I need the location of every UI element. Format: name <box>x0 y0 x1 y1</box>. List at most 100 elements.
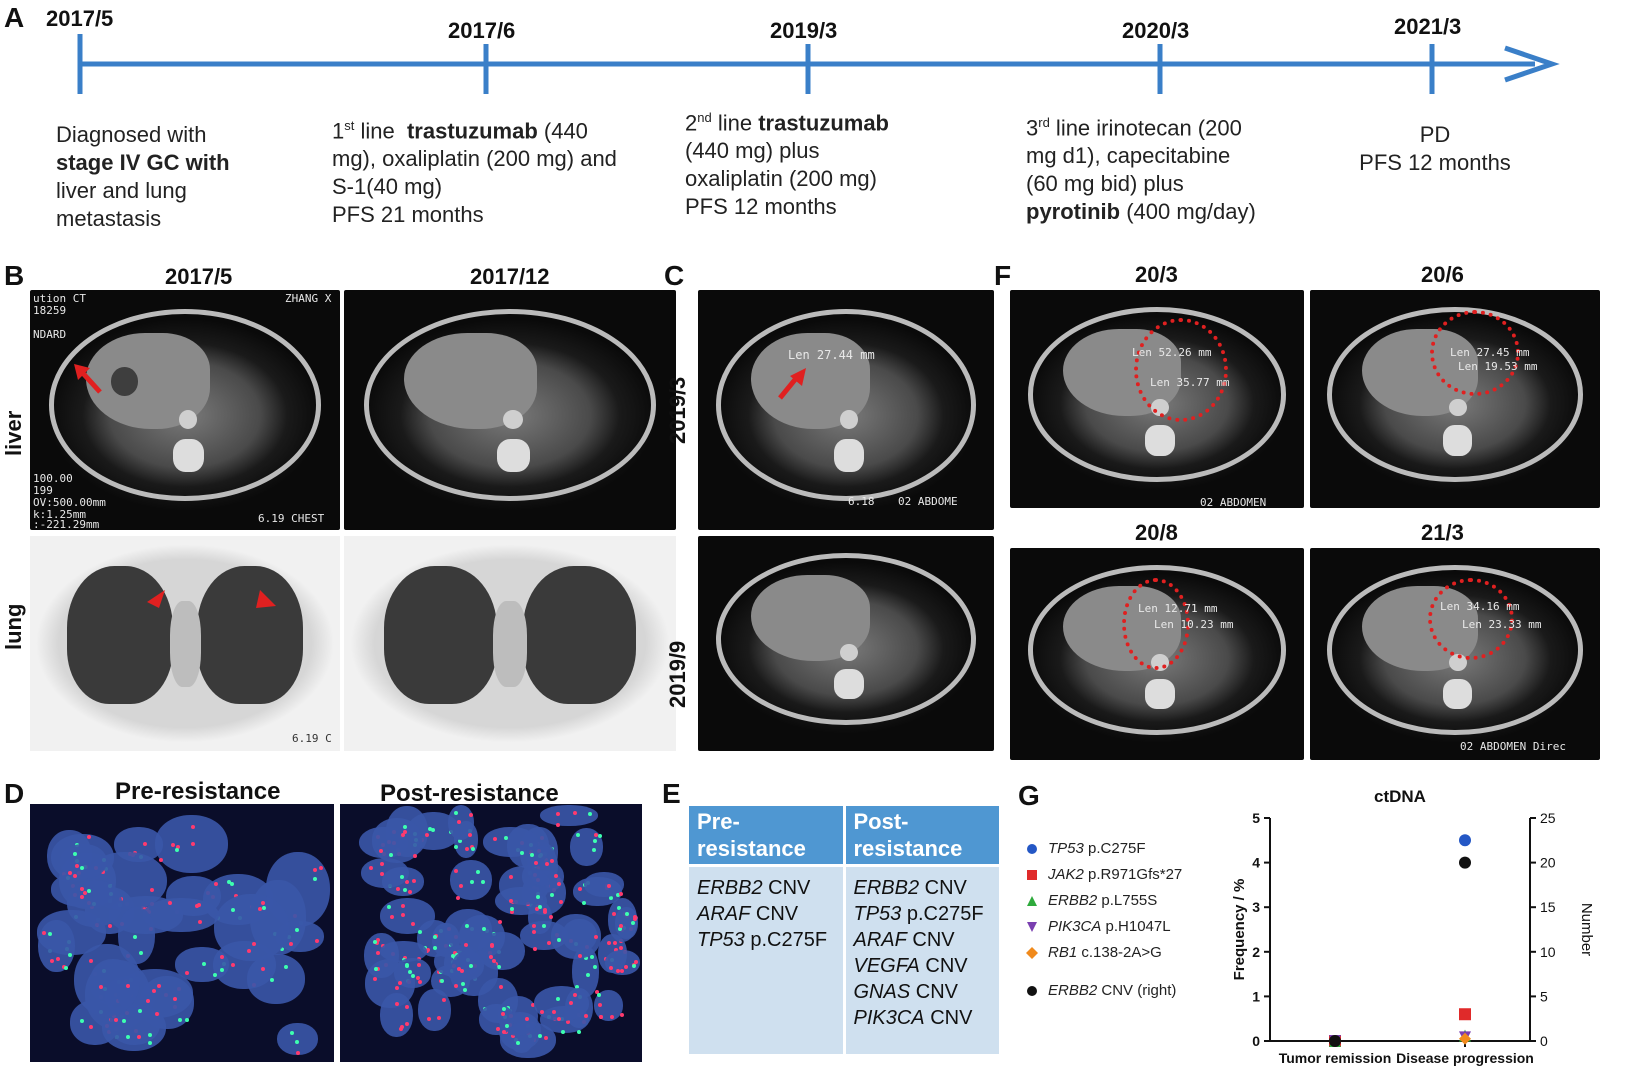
fish-signal <box>468 963 473 968</box>
timeline-event-diagnosis: Diagnosed with stage IV GC with liver an… <box>56 122 230 231</box>
fish-cell <box>247 953 306 1005</box>
timeline-date: 2017/6 <box>448 18 516 43</box>
fish-signal <box>460 968 465 973</box>
legend-variant: p.L755S <box>1097 892 1158 909</box>
fish-cell <box>527 846 559 886</box>
fish-signal <box>561 1030 565 1034</box>
y-tick-label-left: 4 <box>1252 855 1260 871</box>
fish-signal <box>176 844 181 849</box>
fish-signal <box>593 832 598 837</box>
fish-signal <box>372 976 377 981</box>
fish-signal <box>290 1030 295 1035</box>
fish-signal <box>568 1000 573 1005</box>
fish-signal <box>375 941 380 946</box>
panel-label-c: C <box>664 260 685 291</box>
fish-cell <box>143 897 220 933</box>
y-tick-label-left: 3 <box>1252 899 1260 915</box>
fish-signal <box>469 880 474 885</box>
legend-marker-icon <box>1027 896 1037 907</box>
legend-variant: p.R971Gfs*27 <box>1083 866 1183 883</box>
legend-gene: TP53 <box>1048 840 1084 857</box>
fish-signal <box>481 880 486 885</box>
legend-gene: PIK3CA <box>1048 918 1102 935</box>
fish-cell <box>379 897 436 935</box>
fish-signal <box>462 987 467 992</box>
y-tick-label-left: 0 <box>1252 1033 1260 1049</box>
fish-signal <box>148 1032 153 1037</box>
fish-signal <box>376 967 381 972</box>
fish-signal <box>498 920 503 925</box>
fish-signal <box>503 836 508 841</box>
fish-signal <box>537 1033 542 1038</box>
fish-cell <box>360 857 409 889</box>
fish-signal <box>452 950 457 955</box>
red-arrow-icon <box>256 590 276 608</box>
legend-variant: p.H1047L <box>1101 918 1171 935</box>
fish-signal <box>566 1019 571 1024</box>
fish-signal <box>595 990 600 995</box>
fish-signal <box>178 1017 183 1022</box>
panel-f-title: 21/3 <box>1421 520 1464 545</box>
fish-signal <box>313 867 318 872</box>
fish-signal <box>184 971 189 976</box>
fish-signal <box>584 955 589 960</box>
fish-signal <box>633 960 638 964</box>
fish-signal <box>389 852 394 857</box>
fish-signal <box>260 966 265 971</box>
y-tick-label-left: 1 <box>1252 988 1260 1004</box>
fish-cell <box>60 843 108 880</box>
fish-signal <box>511 1034 516 1039</box>
fish-signal <box>613 947 618 952</box>
fish-signal <box>399 1024 404 1029</box>
fish-signal <box>537 904 542 909</box>
fish-signal <box>619 946 624 951</box>
fish-signal <box>461 982 466 987</box>
y-tick-label-right: 25 <box>1540 810 1556 826</box>
fish-signal <box>463 943 468 948</box>
fish-signal <box>312 876 317 881</box>
fish-signal <box>543 1035 548 1040</box>
panel-b-col-title: 2017/12 <box>470 264 550 289</box>
fish-signal <box>476 870 481 875</box>
fish-signal <box>258 907 263 912</box>
fish-signal <box>551 1009 556 1014</box>
fish-signal <box>618 891 623 896</box>
fish-signal <box>535 894 540 899</box>
ct-liver-2019-3: Len 27.44 mm 6.18 02 ABDOME <box>698 290 994 530</box>
legend-gene: RB1 <box>1048 944 1078 961</box>
data-point <box>1459 856 1471 869</box>
fish-signal <box>617 927 622 932</box>
fish-signal <box>619 969 624 974</box>
ngs-header-post: Post-resistance <box>845 806 999 864</box>
fish-signal <box>589 955 594 960</box>
fish-signal <box>404 963 409 968</box>
legend-gene: ERBB2 <box>1048 892 1098 909</box>
data-point <box>1329 1035 1341 1047</box>
fish-cell <box>452 951 484 981</box>
timeline-date: 2021/3 <box>1394 14 1462 39</box>
y-tick-label-left: 2 <box>1252 944 1260 960</box>
legend-variant: CNV (right) <box>1097 982 1177 999</box>
fish-signal <box>418 929 423 934</box>
y-tick-label-right: 10 <box>1540 944 1556 960</box>
fish-cell <box>483 826 538 857</box>
fish-signal <box>556 938 561 943</box>
fish-signal <box>556 882 561 887</box>
fish-signal <box>597 1003 602 1008</box>
fish-signal <box>230 963 235 968</box>
ct-abdomen-20-8: Len 12.71 mm Len 10.23 mm <box>1010 548 1304 760</box>
fish-signal <box>554 874 559 879</box>
fish-signal <box>88 959 93 964</box>
timeline-date: 2017/5 <box>46 6 114 31</box>
fish-signal <box>578 887 583 892</box>
fish-signal <box>73 851 78 856</box>
fish-signal <box>525 1016 530 1021</box>
fish-signal <box>410 973 415 978</box>
x-tick-label: Tumor remission <box>1279 1050 1392 1066</box>
fish-signal <box>101 869 106 874</box>
fish-signal <box>196 902 201 907</box>
fish-signal <box>405 879 410 884</box>
fish-signal <box>437 1015 442 1020</box>
ngs-cell-post: ERBB2 CNV TP53 p.C275F ARAF CNV VEGFA CN… <box>845 867 999 1054</box>
fish-signal <box>56 956 61 961</box>
